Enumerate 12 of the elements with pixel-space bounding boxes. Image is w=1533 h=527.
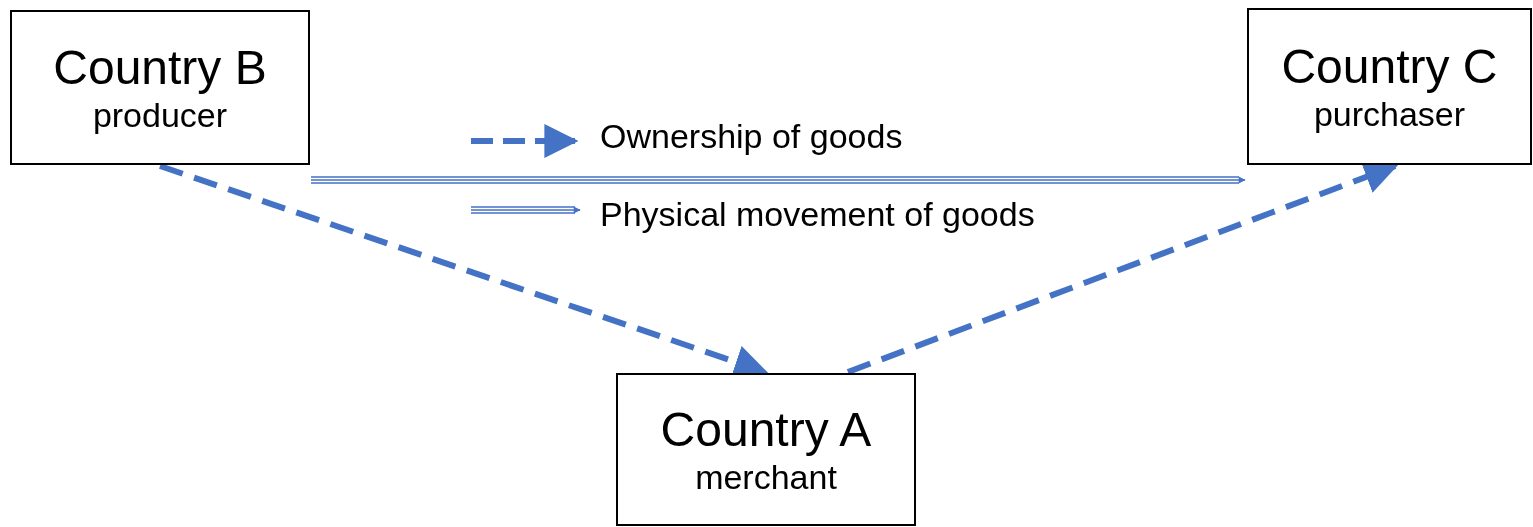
country-name: Country A xyxy=(660,401,872,457)
role-label: producer xyxy=(92,94,228,136)
role-label: merchant xyxy=(695,456,837,498)
role-label: purchaser xyxy=(1313,93,1466,135)
country-box xyxy=(10,10,310,165)
legend-label: Ownership of goods xyxy=(600,116,903,157)
country-name: Country B xyxy=(53,39,267,95)
country-box xyxy=(616,373,916,526)
arrow xyxy=(310,176,1246,184)
country-name: Country C xyxy=(1281,38,1498,94)
legend-label: Physical movement of goods xyxy=(600,194,1035,235)
country-box xyxy=(1247,8,1532,165)
